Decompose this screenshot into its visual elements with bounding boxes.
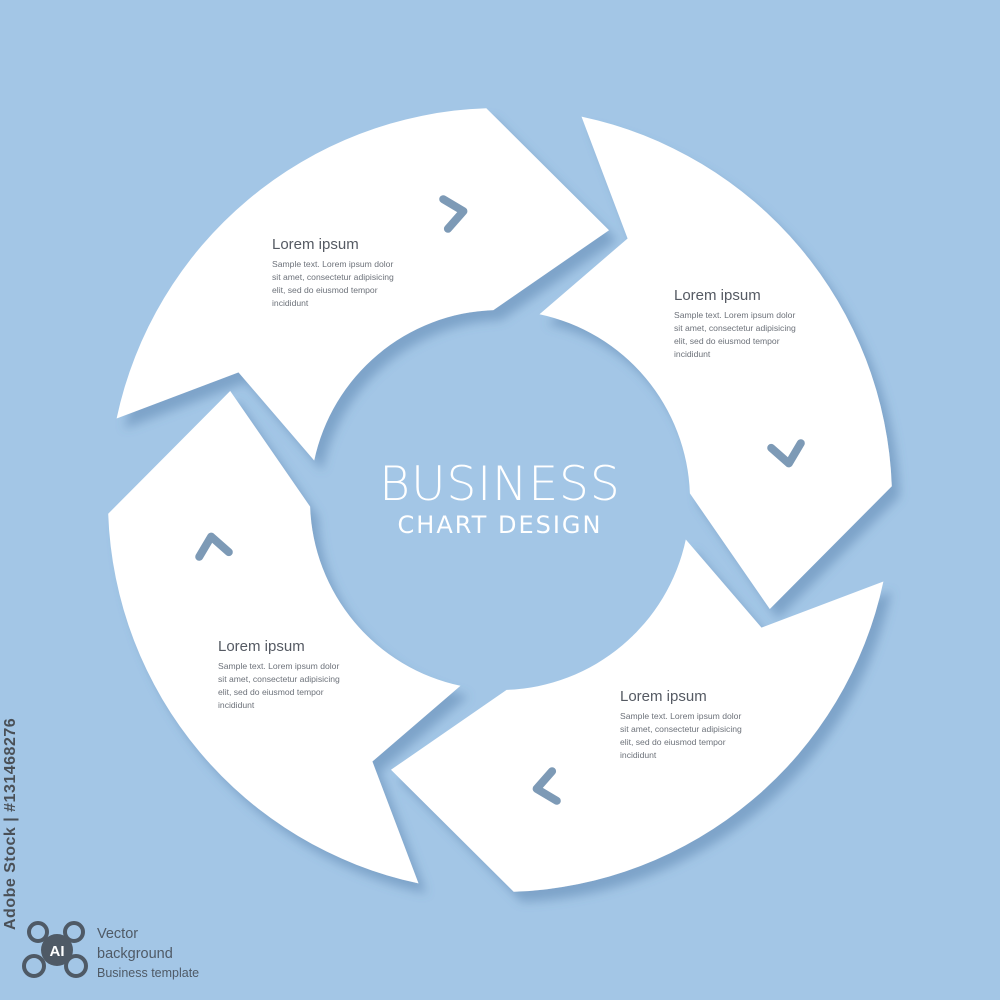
segment-title-3: Lorem ipsum <box>620 688 707 705</box>
footer-line-template: Business template <box>97 966 200 980</box>
center-subtitle: CHART DESIGN <box>397 511 603 539</box>
segment-title-2: Lorem ipsum <box>674 287 761 304</box>
footer-line-vector: Vector <box>97 926 139 942</box>
segment-text-1: Sample text. Lorem ipsum dolor sit amet,… <box>272 259 394 308</box>
chevron-up-icon <box>195 532 233 561</box>
chevron-right-icon <box>439 195 468 233</box>
cycle-segment-top-left <box>116 108 609 461</box>
stock-id-label: Adobe Stock | #131468276 <box>2 717 19 930</box>
footer-caption: Vector background Business template <box>97 924 199 982</box>
cycle-segment-right <box>539 116 892 609</box>
segment-title-4: Lorem ipsum <box>218 638 305 655</box>
cycle-segment-left <box>108 391 461 884</box>
segment-text-3: Sample text. Lorem ipsum dolor sit amet,… <box>620 711 742 760</box>
segment-text-4: Sample text. Lorem ipsum dolor sit amet,… <box>218 661 340 710</box>
chevron-left-icon <box>532 767 561 805</box>
ai-logo-icon: AI <box>22 921 88 978</box>
segment-title-1: Lorem ipsum <box>272 236 359 253</box>
chevron-down-icon <box>767 439 805 468</box>
ai-badge-text: AI <box>50 943 65 960</box>
segment-text-2: Sample text. Lorem ipsum dolor sit amet,… <box>674 310 796 359</box>
footer-line-background: background <box>97 946 173 962</box>
cycle-segment-bottom <box>391 539 884 892</box>
center-title: BUSINESS <box>379 457 621 512</box>
